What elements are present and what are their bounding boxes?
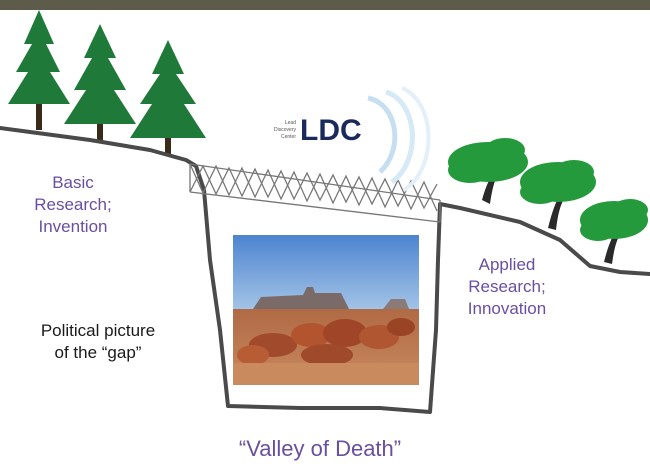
valley-of-death-label: “Valley of Death”: [238, 436, 402, 461]
basic-research-label: Basic Research; Invention: [18, 172, 128, 238]
applied-research-label: Applied Research; Innovation: [452, 254, 562, 320]
pine-trees-icon: [8, 10, 206, 156]
logo-subtext-3: Center: [281, 134, 296, 140]
basic-research-label-line: Basic: [52, 173, 94, 192]
basic-research-label-line: Research;: [34, 195, 112, 214]
desert-photo: [233, 235, 419, 385]
logo-text: LDC: [300, 114, 362, 147]
political-picture-label: Political picture of the “gap”: [18, 320, 178, 364]
logo-subtext-2: Discovery: [274, 127, 296, 133]
bridge-truss: [189, 163, 441, 223]
ldc-logo: Lead Discovery Center LDC: [274, 86, 431, 192]
political-picture-label-line: Political picture: [40, 321, 156, 340]
applied-research-label-line: Applied: [478, 255, 536, 274]
basic-research-label-line: Invention: [38, 217, 108, 236]
logo-subtext-1: Lead: [285, 120, 296, 126]
political-picture-label-line: of the “gap”: [54, 343, 142, 362]
applied-research-label-line: Innovation: [467, 299, 547, 318]
logo-arcs-icon: [367, 95, 398, 174]
top-photo-strip: [0, 0, 650, 10]
oak-trees-icon: [448, 138, 648, 264]
applied-research-label-line: Research;: [468, 277, 546, 296]
ground-line: [0, 126, 650, 414]
